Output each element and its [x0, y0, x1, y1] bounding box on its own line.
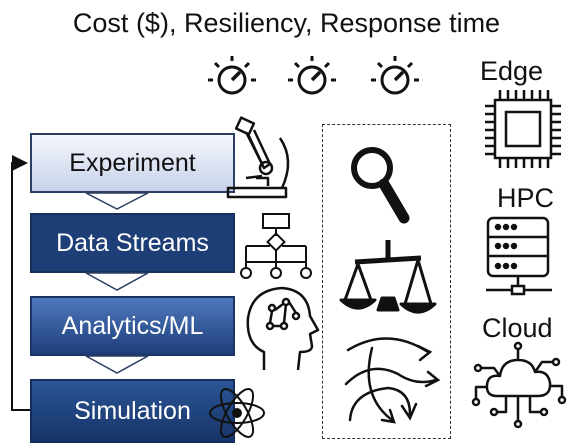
cloud-label: Cloud — [482, 313, 553, 343]
feedback-loop-arrow — [11, 155, 30, 411]
analytics-ml-label: Analytics/ML — [61, 311, 204, 340]
experiment-label: Experiment — [69, 148, 196, 177]
hpc-label: HPC — [497, 183, 555, 213]
flow-chevron — [85, 355, 149, 374]
analytics-ml-box: Analytics/ML — [30, 296, 235, 356]
hierarchy-icon — [240, 213, 312, 279]
server-rack-icon — [486, 216, 552, 296]
simulation-label: Simulation — [74, 396, 191, 425]
shuffle-arrows-icon — [344, 337, 441, 424]
magnifier-icon — [351, 147, 410, 224]
data-streams-box: Data Streams — [30, 213, 235, 273]
edge-label: Edge — [480, 56, 544, 86]
flow-chevron — [85, 272, 149, 291]
atom-icon — [209, 388, 265, 438]
diagram-title: Cost ($), Resiliency, Response time — [72, 8, 501, 38]
ai-brain-icon — [246, 286, 320, 371]
gauge-icon — [208, 56, 256, 95]
cloud-network-icon — [471, 341, 567, 429]
simulation-box: Simulation — [30, 379, 235, 443]
gauge-icon — [288, 56, 336, 95]
experiment-box: Experiment — [30, 133, 235, 193]
microscope-icon — [226, 116, 290, 199]
analysis-panel — [322, 124, 451, 439]
data-streams-label: Data Streams — [56, 228, 209, 257]
gauge-icon — [371, 56, 419, 95]
flow-chevron — [85, 192, 149, 210]
chip-icon — [485, 90, 561, 168]
balance-scale-icon — [339, 240, 437, 314]
